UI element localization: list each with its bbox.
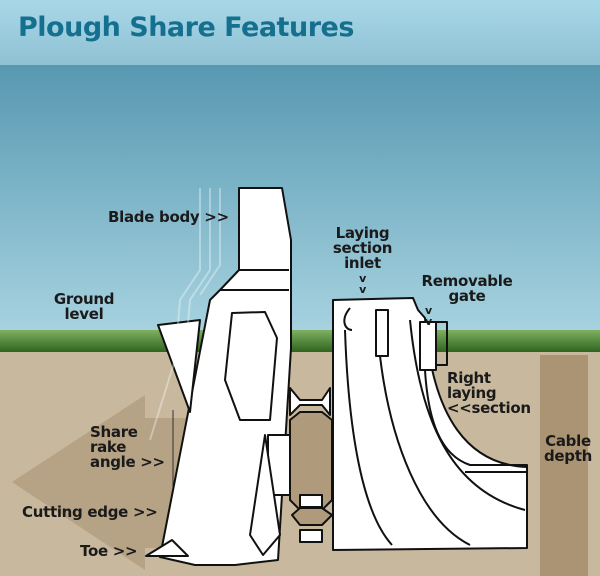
label-toe: Toe >> bbox=[80, 542, 138, 560]
sky bbox=[0, 65, 600, 335]
label-line: Removable bbox=[421, 272, 513, 290]
label-line: Share bbox=[90, 423, 138, 441]
plough-share bbox=[145, 187, 528, 566]
label-share-rake-angle: Share rake angle >> bbox=[90, 425, 165, 470]
label-line: angle >> bbox=[90, 453, 165, 471]
label-line: Cable bbox=[545, 432, 591, 450]
label-line: section bbox=[332, 239, 393, 257]
label-line: rake bbox=[90, 438, 127, 456]
header-band bbox=[0, 0, 600, 65]
label-line: depth bbox=[544, 447, 592, 465]
label-line: inlet bbox=[344, 254, 381, 272]
label-removable-gate: Removable gate bbox=[412, 274, 522, 304]
label-line: <<section bbox=[447, 399, 531, 417]
grass bbox=[0, 330, 600, 352]
label-line: Laying bbox=[335, 224, 390, 242]
gate-arrows: v v bbox=[425, 305, 432, 327]
label-ground-level: Ground level bbox=[44, 292, 124, 322]
soil-streaks bbox=[149, 188, 221, 441]
arrow-down-icon: v bbox=[359, 283, 366, 296]
arrow-down-icon: v bbox=[425, 304, 432, 317]
label-blade-body: Blade body >> bbox=[108, 208, 229, 226]
label-laying-section-inlet: Laying section inlet v v bbox=[325, 224, 400, 296]
label-line: laying bbox=[447, 384, 497, 402]
label-line: Right bbox=[447, 369, 491, 387]
label-line: level bbox=[64, 305, 104, 323]
label-right-laying-section: Right laying <<section bbox=[447, 371, 531, 416]
arrow-down-icon: v bbox=[359, 272, 366, 285]
arrow-down-icon: v bbox=[425, 315, 432, 328]
cable-depth-bar bbox=[540, 355, 588, 576]
page-title: Plough Share Features bbox=[18, 12, 354, 43]
label-line: gate bbox=[448, 287, 486, 305]
label-line: Ground bbox=[53, 290, 115, 308]
label-cutting-edge: Cutting edge >> bbox=[22, 503, 158, 521]
direction-arrow bbox=[12, 395, 200, 570]
label-cable-depth: Cable depth bbox=[536, 434, 600, 464]
